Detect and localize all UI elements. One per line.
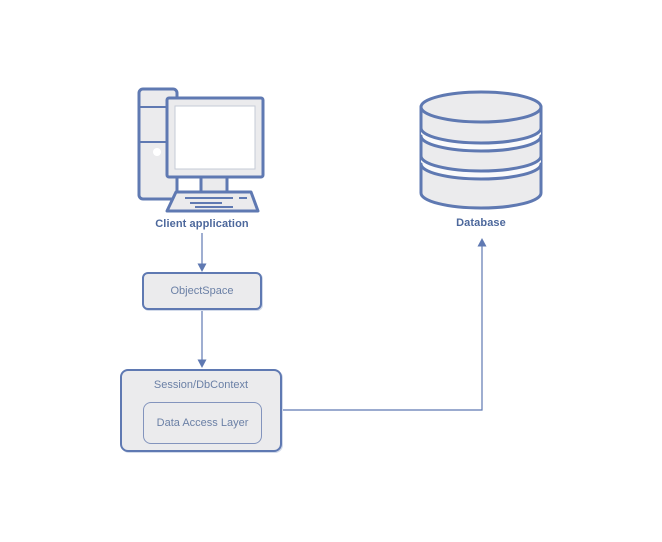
power-button-dot [153,148,161,156]
objectspace-node-label: ObjectSpace [170,285,234,297]
client-application-label: Client application [155,218,249,230]
arrowhead-session [197,359,207,368]
computer-icon [137,87,265,213]
arrowhead-objectspace [197,263,207,272]
monitor-screen [174,105,256,170]
session-dbcontext-node: Session/DbContext Data Access Layer [120,369,282,452]
keyboard [165,190,260,213]
objectspace-node: ObjectSpace [142,272,262,310]
data-access-layer-node: Data Access Layer [143,402,262,444]
data-access-layer-node-label: Data Access Layer [156,417,249,429]
database-icon [419,90,543,210]
edge-session-to-database [283,246,483,411]
database-label: Database [456,217,506,229]
arrowhead-database [477,238,487,247]
session-dbcontext-node-label: Session/DbContext [153,379,249,391]
